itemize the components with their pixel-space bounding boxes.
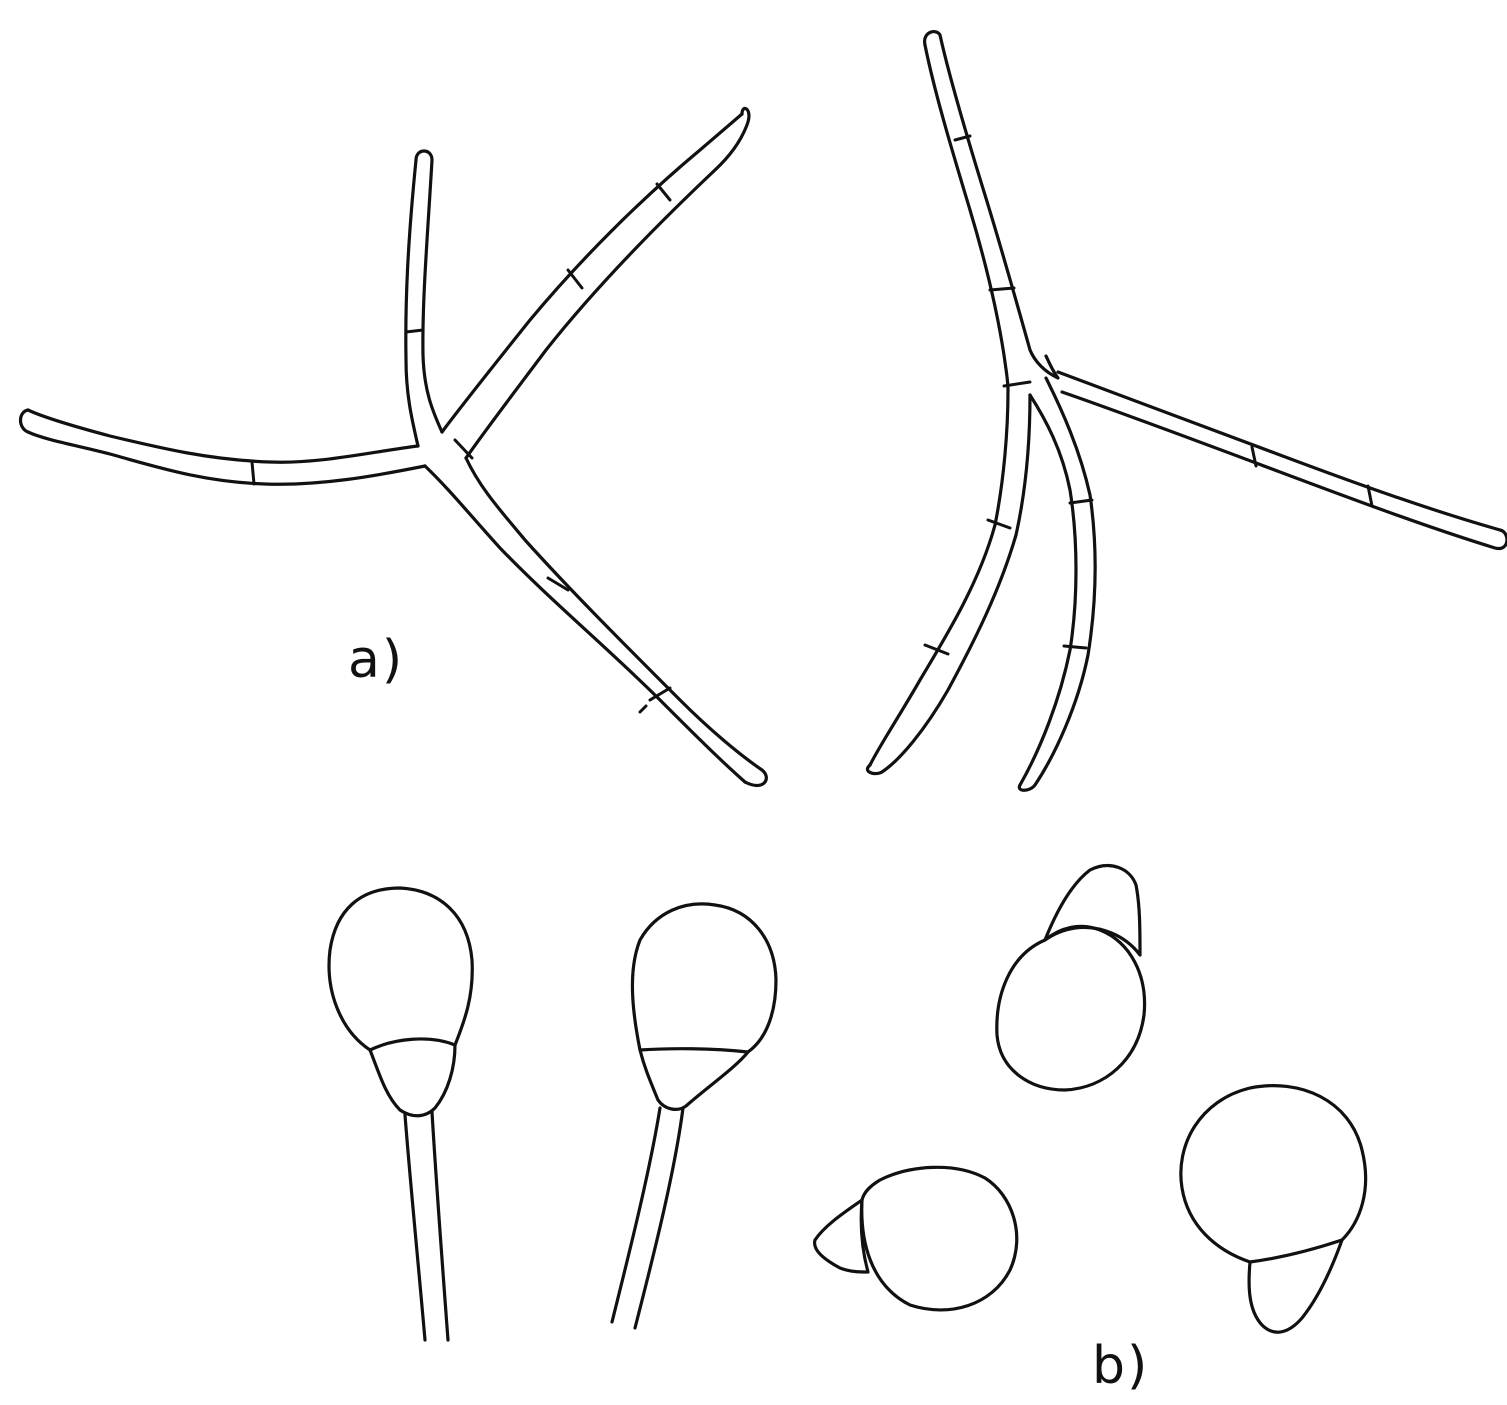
hypha-left-down-edge-b bbox=[466, 458, 766, 785]
free-spore-3-body bbox=[1181, 1086, 1366, 1262]
free-spore-1 bbox=[997, 866, 1145, 1090]
panel-b-label: b) bbox=[1092, 1340, 1149, 1392]
hypha-left-ur-edge-b bbox=[466, 108, 749, 458]
hypha-right-upper-edge-b bbox=[925, 32, 1058, 378]
spore-2-stalk bbox=[612, 1108, 683, 1328]
free-spore-2-side-cell bbox=[815, 1200, 868, 1272]
free-spore-1-apical-cell bbox=[1045, 866, 1140, 955]
spore-1-basal-cell bbox=[370, 1039, 455, 1116]
hypha-right-septum-9 bbox=[1064, 646, 1086, 648]
panel-a-label: a) bbox=[348, 634, 404, 686]
hypha-right-septum-6 bbox=[988, 520, 1010, 528]
free-spore-2-body bbox=[862, 1167, 1017, 1310]
panel-a-hyphae bbox=[21, 32, 1507, 791]
free-spore-2 bbox=[815, 1167, 1017, 1310]
hypha-right-upper-edge-a bbox=[925, 45, 1008, 390]
spore-1-body bbox=[329, 888, 472, 1050]
free-spore-3 bbox=[1181, 1086, 1366, 1333]
hypha-right bbox=[867, 32, 1506, 791]
hypha-right-septum-8 bbox=[1070, 500, 1092, 503]
stalked-spore-1 bbox=[329, 888, 472, 1340]
hypha-left-septum-4 bbox=[568, 270, 582, 288]
hypha-left-septum-2 bbox=[406, 330, 423, 332]
spore-2-body bbox=[632, 904, 776, 1052]
free-spore-1-body bbox=[997, 926, 1145, 1090]
hypha-left-arm-upper-edge bbox=[28, 410, 418, 462]
hypha-left-septum-5 bbox=[657, 184, 670, 200]
hypha-left-down-edge-a bbox=[425, 466, 745, 782]
panel-b-spores bbox=[329, 866, 1366, 1340]
hypha-right-septum-2 bbox=[990, 288, 1014, 290]
hypha-left-ur-edge-a bbox=[442, 114, 742, 432]
hypha-right-ml-edge-b bbox=[1019, 378, 1095, 790]
stalked-spore-2 bbox=[612, 904, 776, 1328]
spore-1-stalk bbox=[405, 1112, 448, 1340]
hypha-left-up-edge-a bbox=[406, 160, 418, 446]
hypha-left-arm-lower-edge bbox=[21, 410, 426, 484]
hypha-right-ll-edge-a bbox=[870, 390, 1008, 765]
hypha-left-up-edge-b bbox=[416, 151, 442, 432]
hypha-left-septum-1 bbox=[252, 462, 254, 484]
hypha-left-septum-3 bbox=[455, 440, 472, 458]
spore-2-basal-cell bbox=[640, 1049, 748, 1110]
hypha-right-long-edge-b bbox=[1062, 392, 1507, 549]
hypha-right-long-edge-a bbox=[1058, 372, 1500, 530]
hypha-left-septum-8 bbox=[640, 706, 646, 712]
free-spore-3-basal-cell bbox=[1249, 1240, 1342, 1332]
